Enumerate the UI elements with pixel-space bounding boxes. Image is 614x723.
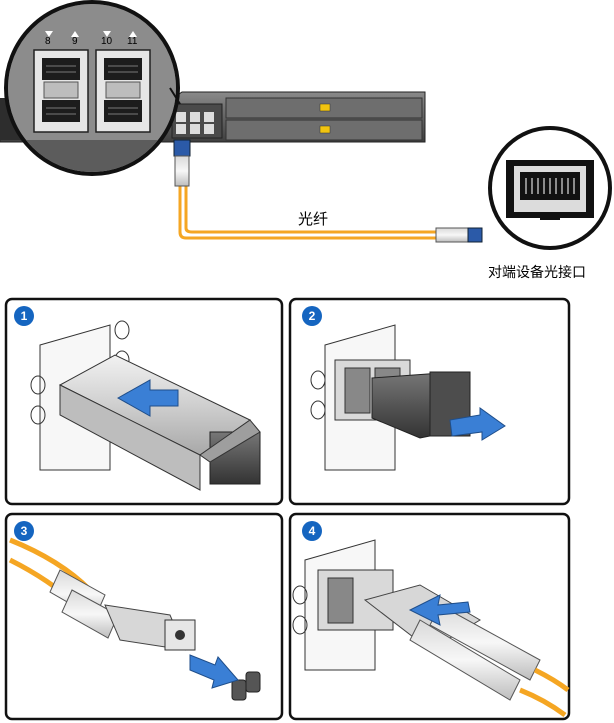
fiber-cable (173, 139, 483, 243)
step-panel-2 (288, 297, 571, 506)
peer-port-label: 对端设备光接口 (488, 265, 586, 281)
step-badge-2 (302, 306, 322, 326)
step-badge-1 (14, 306, 34, 326)
port-magnifier (4, 0, 181, 176)
step-number-4: 4 (308, 524, 316, 538)
step-panel-4 (288, 512, 571, 721)
step-panel-3 (4, 512, 284, 721)
port-label-11: 11 (127, 36, 138, 47)
peer-port-icon (488, 126, 612, 250)
port-label-9: 9 (72, 36, 78, 47)
step-number-1: 1 (20, 309, 28, 323)
step-panel-1 (4, 297, 284, 506)
step-number-2: 2 (308, 309, 316, 323)
step-number-3: 3 (20, 524, 28, 538)
step-badge-3 (14, 521, 34, 541)
fiber-label: 光纤 (298, 210, 329, 228)
port-label-10: 10 (101, 36, 113, 47)
port-label-8: 8 (45, 36, 51, 47)
step-badge-4 (302, 521, 322, 541)
